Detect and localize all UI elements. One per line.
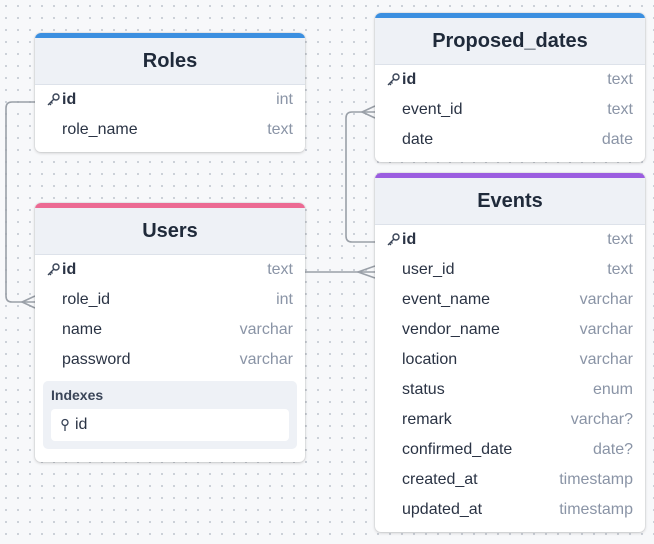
relation-roles-users bbox=[5, 101, 35, 303]
crowfoot-events-user-id bbox=[355, 265, 376, 279]
column-name: vendor_name bbox=[402, 321, 500, 338]
column-name: password bbox=[62, 351, 131, 368]
column-name: name bbox=[62, 321, 103, 338]
column-type: timestamp bbox=[559, 471, 633, 488]
users-indexes: Indexes id bbox=[43, 381, 297, 449]
proposed-dates-column-date[interactable]: date date bbox=[375, 125, 645, 155]
column-type: text bbox=[607, 71, 633, 88]
proposed-dates-table[interactable]: Proposed_dates id text event_id text dat… bbox=[375, 13, 645, 162]
events-table[interactable]: Events id text user_id text event_name v… bbox=[375, 173, 645, 532]
column-type: enum bbox=[592, 381, 633, 398]
events-column-event-name[interactable]: event_name varchar bbox=[375, 285, 645, 315]
events-color-bar bbox=[375, 173, 645, 178]
primary-key-icon bbox=[47, 263, 60, 276]
events-column-vendor-name[interactable]: vendor_name varchar bbox=[375, 315, 645, 345]
relation-events-proposed-dates bbox=[345, 111, 375, 243]
proposed-dates-column-id[interactable]: id text bbox=[375, 65, 645, 95]
column-name: remark bbox=[402, 411, 452, 428]
crowfoot-users-role-id bbox=[20, 295, 36, 309]
roles-table[interactable]: Roles id int role_name text bbox=[35, 33, 305, 152]
column-type: text bbox=[607, 101, 633, 118]
column-type: varchar bbox=[579, 291, 633, 308]
column-name: id bbox=[402, 71, 417, 88]
users-column-name[interactable]: name varchar bbox=[35, 315, 305, 345]
roles-column-id[interactable]: id int bbox=[35, 85, 305, 115]
column-name: confirmed_date bbox=[402, 441, 513, 458]
column-name: date bbox=[402, 131, 434, 148]
index-item[interactable]: id bbox=[51, 409, 289, 441]
events-column-remark[interactable]: remark varchar? bbox=[375, 405, 645, 435]
column-type: text bbox=[607, 231, 633, 248]
column-type: varchar bbox=[579, 321, 633, 338]
column-type: text bbox=[267, 121, 293, 138]
roles-title[interactable]: Roles bbox=[35, 38, 305, 85]
roles-column-role-name[interactable]: role_name text bbox=[35, 115, 305, 145]
primary-key-icon bbox=[47, 93, 60, 106]
column-name: updated_at bbox=[402, 501, 483, 518]
events-column-updated-at[interactable]: updated_at timestamp bbox=[375, 495, 645, 525]
primary-key-icon bbox=[387, 73, 400, 86]
column-type: int bbox=[276, 91, 293, 108]
column-name: role_id bbox=[62, 291, 111, 308]
events-column-status[interactable]: status enum bbox=[375, 375, 645, 405]
column-name: event_id bbox=[402, 101, 463, 118]
primary-key-icon bbox=[387, 233, 400, 246]
proposed-dates-column-event-id[interactable]: event_id text bbox=[375, 95, 645, 125]
events-title[interactable]: Events bbox=[375, 178, 645, 225]
column-name: user_id bbox=[402, 261, 455, 278]
crowfoot-proposed-dates-event-id bbox=[360, 105, 376, 119]
column-name: event_name bbox=[402, 291, 491, 308]
column-type: varchar bbox=[239, 321, 293, 338]
column-name: created_at bbox=[402, 471, 478, 488]
column-type: date bbox=[601, 131, 633, 148]
column-type: varchar? bbox=[570, 411, 633, 428]
column-type: text bbox=[267, 261, 293, 278]
proposed-dates-color-bar bbox=[375, 13, 645, 18]
column-type: varchar bbox=[239, 351, 293, 368]
column-type: text bbox=[607, 261, 633, 278]
column-name: location bbox=[402, 351, 458, 368]
users-column-password[interactable]: password varchar bbox=[35, 345, 305, 375]
events-column-location[interactable]: location varchar bbox=[375, 345, 645, 375]
column-type: date? bbox=[592, 441, 633, 458]
column-type: int bbox=[276, 291, 293, 308]
column-name: id bbox=[62, 91, 77, 108]
users-color-bar bbox=[35, 203, 305, 208]
column-type: varchar bbox=[579, 351, 633, 368]
users-column-id[interactable]: id text bbox=[35, 255, 305, 285]
roles-color-bar bbox=[35, 33, 305, 38]
column-type: timestamp bbox=[559, 501, 633, 518]
column-name: role_name bbox=[62, 121, 138, 138]
users-column-role-id[interactable]: role_id int bbox=[35, 285, 305, 315]
column-name: id bbox=[62, 261, 77, 278]
index-pin-icon bbox=[61, 418, 69, 431]
users-table[interactable]: Users id text role_id int name varchar p… bbox=[35, 203, 305, 462]
events-column-user-id[interactable]: user_id text bbox=[375, 255, 645, 285]
users-title[interactable]: Users bbox=[35, 208, 305, 255]
events-column-confirmed-date[interactable]: confirmed_date date? bbox=[375, 435, 645, 465]
proposed-dates-title[interactable]: Proposed_dates bbox=[375, 18, 645, 65]
events-column-id[interactable]: id text bbox=[375, 225, 645, 255]
column-name: id bbox=[402, 231, 417, 248]
index-name: id bbox=[75, 416, 88, 433]
events-column-created-at[interactable]: created_at timestamp bbox=[375, 465, 645, 495]
indexes-title: Indexes bbox=[51, 387, 104, 403]
column-name: status bbox=[402, 381, 445, 398]
